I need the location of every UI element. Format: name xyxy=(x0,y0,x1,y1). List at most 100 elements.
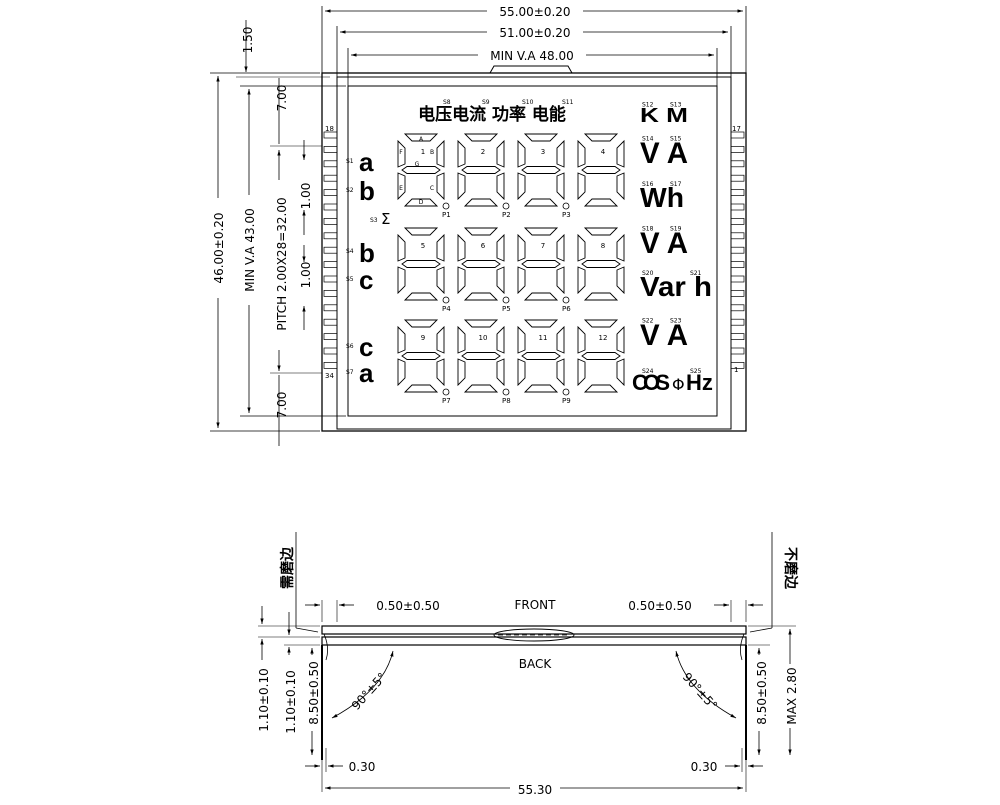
dim-1-a: 1.00 xyxy=(299,183,313,210)
segment xyxy=(517,358,526,387)
point-label: P6 xyxy=(562,305,571,313)
phase-segment-label: S2 xyxy=(346,187,354,194)
pin-left xyxy=(323,160,338,168)
segment xyxy=(397,325,406,354)
unit-segment-label: S23 xyxy=(670,317,682,324)
segment xyxy=(403,227,439,236)
dim-1-b: 1.00 xyxy=(299,262,313,289)
point-label: P5 xyxy=(502,305,511,313)
s8-label: S8 xyxy=(443,99,451,106)
unit-segment-label: S20 xyxy=(642,270,654,277)
segment xyxy=(401,352,441,360)
segment xyxy=(523,319,559,328)
phase-letter: a xyxy=(359,147,374,177)
segment-letter: G xyxy=(415,161,420,168)
segment xyxy=(577,139,586,168)
dim-glass-b: 1.10±0.10 xyxy=(284,670,298,734)
segment xyxy=(523,133,559,142)
segment xyxy=(397,139,406,168)
segment xyxy=(581,352,621,360)
pin-left xyxy=(323,146,338,153)
segment xyxy=(496,233,505,262)
segment-letter: D xyxy=(419,199,424,206)
pin-right xyxy=(730,160,745,168)
pin-right xyxy=(730,290,745,297)
s3-label: S3 xyxy=(370,217,378,224)
dim-outer-width: 55.00±0.20 xyxy=(499,5,570,19)
pin-left xyxy=(323,174,338,182)
segment xyxy=(403,384,439,393)
unit-symbol: Wh xyxy=(640,182,684,213)
dim-total-width: 55.30 xyxy=(518,783,552,797)
unit-segment-label: S25 xyxy=(690,368,702,375)
digit-number-label: 4 xyxy=(601,148,606,156)
unit-symbol: V A xyxy=(640,137,688,170)
segment xyxy=(401,166,441,174)
segment xyxy=(401,260,441,268)
segment-letter: C xyxy=(430,185,434,192)
segment xyxy=(457,266,466,295)
pin-label-18: 18 xyxy=(325,125,334,133)
lcd-title: 电压电流 功率 电能 xyxy=(418,104,566,125)
front-glass xyxy=(321,625,747,635)
segment xyxy=(616,172,625,201)
segment xyxy=(521,352,561,360)
unit-segment-label: S24 xyxy=(642,368,654,375)
phase-segment-label: S1 xyxy=(346,158,354,165)
digit-8: 8 xyxy=(577,227,625,301)
segment xyxy=(577,358,586,387)
pin-right xyxy=(730,146,745,153)
digit-6: 6 xyxy=(457,227,505,301)
segment xyxy=(577,233,586,262)
segment-letter: B xyxy=(430,149,434,156)
seal-tab xyxy=(489,65,573,74)
unit-segment-label: S19 xyxy=(670,225,682,232)
segment xyxy=(461,166,501,174)
pin-left xyxy=(323,290,338,297)
segment xyxy=(457,325,466,354)
back-label: BACK xyxy=(519,657,553,671)
point-label: P4 xyxy=(442,305,451,313)
segment xyxy=(463,227,499,236)
digit-3: 3 xyxy=(517,133,565,207)
dim-left-gap: 0.50±0.50 xyxy=(376,599,440,613)
decimal-point xyxy=(442,202,450,210)
segment xyxy=(496,172,505,201)
dim-mid-width: 51.00±0.20 xyxy=(499,26,570,40)
unit-segment-label: S22 xyxy=(642,317,654,324)
segment xyxy=(583,319,619,328)
pin-left xyxy=(323,275,338,283)
segment xyxy=(583,198,619,207)
segment xyxy=(463,384,499,393)
front-label: FRONT xyxy=(515,598,557,612)
segment xyxy=(397,358,406,387)
unit-segment-label: S14 xyxy=(642,135,654,142)
phase-letter: c xyxy=(359,332,373,362)
unit-segment-label: S13 xyxy=(670,102,682,109)
digit-number-label: 11 xyxy=(539,334,548,342)
segment xyxy=(463,319,499,328)
segment xyxy=(517,139,526,168)
decimal-point xyxy=(502,388,510,396)
digit-11: 11 xyxy=(517,319,565,393)
dim-lead: 1.50 xyxy=(241,27,255,54)
unit-segment-label: S12 xyxy=(642,102,654,109)
segment xyxy=(403,292,439,301)
segment xyxy=(403,319,439,328)
segment xyxy=(403,133,439,142)
sigma-symbol: Σ xyxy=(381,210,390,228)
segment xyxy=(616,266,625,295)
point-label: P2 xyxy=(502,211,511,219)
segment xyxy=(523,198,559,207)
phase-segment-label: S4 xyxy=(346,248,354,255)
pin-right xyxy=(730,203,745,211)
segment xyxy=(577,172,586,201)
segment xyxy=(463,198,499,207)
decimal-point xyxy=(562,296,570,304)
unit-symbol: V A xyxy=(640,319,688,352)
pin-left xyxy=(323,261,338,268)
segment xyxy=(577,266,586,295)
